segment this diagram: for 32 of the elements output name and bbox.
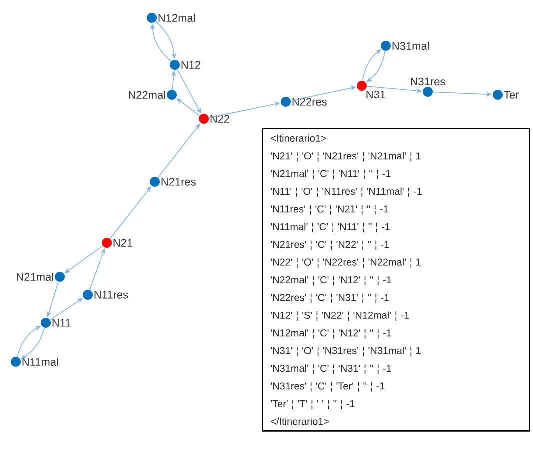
node-label: N31mal: [392, 42, 430, 50]
node-label: N22: [210, 115, 230, 123]
graph-node: N21mal: [17, 272, 65, 282]
graph-node: N12mal: [147, 13, 196, 23]
graph-node: N31: [357, 81, 386, 99]
node-label: N31: [366, 90, 386, 99]
graph-node: Ter: [493, 90, 519, 100]
arrow: [158, 124, 200, 178]
node-label: N11: [52, 319, 71, 327]
node-label: N11mal: [22, 358, 58, 366]
node-label: N21: [114, 239, 133, 247]
node-label: N22res: [292, 98, 327, 106]
graph-node: N11res: [83, 290, 128, 300]
node-label: N22mal: [129, 90, 166, 100]
node-label: N31res: [411, 78, 446, 86]
node-label: N12: [182, 61, 201, 69]
graph-node: N21res: [150, 177, 196, 187]
graph-node: N22mal: [129, 90, 177, 100]
graph-node: N11mal: [11, 356, 58, 367]
node-label: N21mal: [17, 272, 54, 282]
node-label: N21res: [162, 178, 196, 186]
graph-node: N31mal: [381, 41, 430, 51]
graph-node: N11: [41, 318, 71, 328]
graph-node: N31res: [411, 78, 446, 97]
node-label: N11res: [94, 291, 128, 299]
text-panel: <Itinerario1> 'N21' ¦ 'O' ¦ 'N21res' ¦ 'N21mal' ¦ 1 'N21mal' ¦ 'C' ¦ 'N11' ¦ '' ¦ -1 'N11' ¦ 'O' ¦ 'N11res' ¦ 'N11mal' ¦ -1 'N11res' ¦ 'C' ¦ 'N21' ¦ '' ¦ -1 'N11mal' ¦ 'C' ¦ 'N11' ¦ '' ¦ -1 'N21res' ¦ 'C' ¦ 'N22' ¦ '' ¦ -1 'N22' ¦ 'O' ¦ 'N22res' ¦ 'N22mal' ¦ 1 'N22mal' ¦ 'C' ¦ 'N12' ¦ '' ¦ -1 'N22res' ¦ 'C' ¦ 'N31' ¦ '' ¦ -1 'N12' ¦ 'S' ¦ 'N22' ¦ 'N12mal' ¦ -1 'N12mal' ¦ 'C' ¦ 'N12' ¦ '' ¦ -1 'N31' ¦ 'O' ¦ 'N31res' ¦ 'N31mal' ¦ 1 'N31mal' ¦ 'C' ¦ 'N31' ¦ '' ¦ -1 'N31res' ¦ 'C' ¦ 'Ter' ¦ '' ¦ -1 'Ter' ¦ 'T' ¦ ' ' ¦ '' ¦ -1 </Itinerario1>: [262, 128, 530, 432]
node-label: Ter: [504, 91, 520, 99]
graph-node: N22res: [281, 97, 327, 107]
graph-node: N12: [170, 60, 201, 70]
graph-node: N22: [199, 114, 230, 124]
graph-node: N21: [102, 238, 133, 248]
node-label: N12mal: [158, 14, 196, 22]
